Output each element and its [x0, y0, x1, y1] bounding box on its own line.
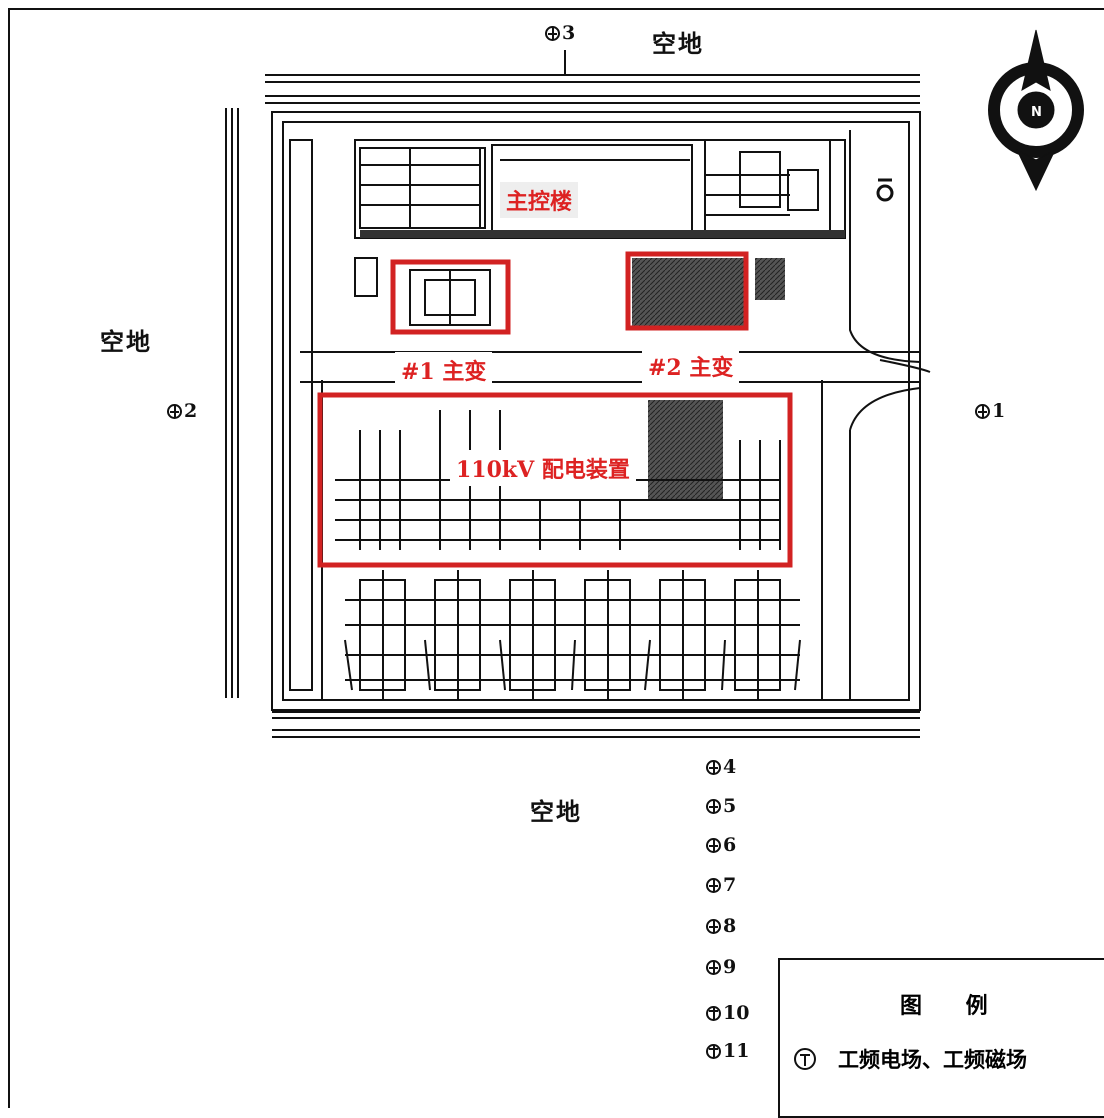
measurement-point-icon	[545, 25, 560, 41]
measurement-point-3: 3	[545, 22, 575, 44]
measurement-point-8: 8	[706, 915, 736, 937]
control-building-label: 主控楼	[500, 182, 579, 218]
switchyard-highlight	[317, 392, 793, 568]
measurement-point-icon	[706, 959, 721, 975]
measurement-point-1: 1	[975, 400, 1005, 422]
transformer-2-highlight	[625, 251, 749, 331]
figure-frame	[8, 8, 1104, 1108]
transformer-1-highlight	[390, 259, 511, 335]
outgoing-line-bays	[344, 570, 801, 700]
measurement-point-11: 11	[706, 1040, 749, 1062]
switchyard-hatched-bay	[648, 400, 723, 500]
legend-item-label: 工频电场、工频磁场	[838, 1047, 1027, 1072]
measurement-point-icon	[706, 837, 721, 853]
building-wall	[360, 230, 845, 238]
transformer-2-auxiliary	[755, 258, 785, 300]
measurement-point-5: 5	[706, 795, 736, 817]
compass-letter: N	[1031, 105, 1042, 120]
area-label-west: 空地	[100, 327, 152, 356]
measurement-point-icon	[794, 1048, 816, 1070]
measurement-point-10: 10	[706, 1002, 749, 1024]
measurement-point-6: 6	[706, 834, 736, 856]
switchyard-label: 110kV 配电装置	[450, 450, 636, 486]
south-road	[272, 711, 920, 738]
transformer-2-label: #2 主变	[642, 348, 740, 384]
north-road	[265, 50, 920, 104]
measurement-point-icon	[167, 403, 182, 419]
legend-item: 工频电场、工频磁场	[794, 1044, 1027, 1074]
legend: 图 例 工频电场、工频磁场	[778, 958, 1104, 1118]
measurement-point-icon	[706, 1005, 721, 1021]
legend-title: 图 例	[900, 993, 1006, 1019]
area-label-south: 空地	[530, 797, 582, 826]
west-road	[225, 108, 239, 698]
transformer-2-equipment	[632, 258, 744, 328]
site-boundary	[271, 111, 931, 711]
measurement-point-icon	[706, 798, 721, 814]
measurement-point-icon	[975, 403, 990, 419]
measurement-point-9: 9	[706, 956, 736, 978]
measurement-point-7: 7	[706, 874, 736, 896]
well-icon	[876, 178, 894, 202]
control-building-outline	[354, 139, 846, 239]
transformer-1-equipment	[354, 257, 491, 326]
measurement-point-icon	[706, 877, 721, 893]
highlight-boxes	[317, 251, 793, 568]
measurement-point-2: 2	[167, 400, 197, 422]
switchyard-buswork	[335, 410, 781, 550]
measurement-point-icon	[706, 918, 721, 934]
measurement-point-4: 4	[706, 756, 736, 778]
north-arrow-icon: N	[988, 29, 1084, 192]
measurement-point-icon	[706, 1043, 721, 1059]
measurement-point-icon	[706, 759, 721, 775]
area-label-north: 空地	[652, 29, 704, 58]
transformer-1-label: #1 主变	[395, 352, 493, 388]
